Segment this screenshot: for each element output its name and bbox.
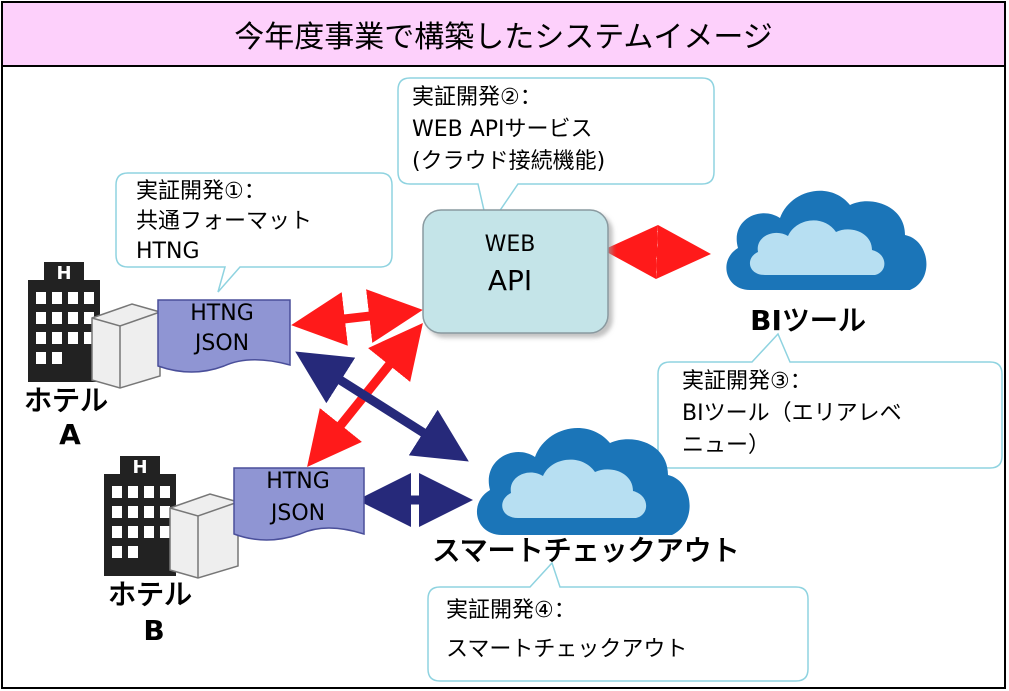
- hotel-a-label-2: A: [59, 418, 81, 451]
- cloud-icon: [726, 190, 927, 290]
- arrow-hotela-checkout: [295, 351, 469, 462]
- hotel-a-label-1: ホテル: [24, 384, 108, 417]
- svg-text:H: H: [56, 263, 71, 284]
- callout-dev2-line1: 実証開発②：: [412, 85, 542, 110]
- htng-json-doc-a: HTNG JSON: [157, 299, 291, 373]
- smart-checkout-label: スマートチェックアウト: [432, 534, 739, 567]
- cloud-icon: [476, 428, 690, 535]
- hotel-b-label-1: ホテル: [108, 578, 192, 611]
- callout-dev2: 実証開発②： WEB APIサービス (クラウド接続機能): [397, 77, 715, 230]
- doc-b-line1: HTNG: [266, 469, 330, 494]
- callout-dev3-line2: BIツール（エリアレベ: [682, 401, 902, 426]
- arrow-api-bi: [603, 225, 711, 279]
- bi-tool-label: BIツール: [750, 304, 866, 337]
- web-api-box: WEB API: [422, 209, 609, 334]
- page-title: 今年度事業で構築したシステムイメージ: [3, 3, 1004, 67]
- web-api-label-1: WEB: [485, 232, 536, 257]
- doc-a-line1: HTNG: [190, 301, 254, 326]
- callout-dev3-line1: 実証開発③：: [682, 369, 812, 394]
- callout-dev4-line1: 実証開発④：: [446, 598, 576, 623]
- server-icon: [91, 303, 161, 389]
- callout-dev3: 実証開発③： BIツール（エリアレベ ニュー）: [657, 332, 1003, 469]
- server-icon: [169, 493, 239, 579]
- callout-dev2-line2: WEB APIサービス: [412, 117, 593, 142]
- callout-dev3-line3: ニュー）: [682, 433, 770, 458]
- svg-text:H: H: [132, 457, 147, 478]
- callout-dev2-line3: (クラウド接続機能): [412, 149, 605, 174]
- hotel-building-icon: H: [28, 262, 100, 382]
- callout-dev1: 実証開発①： 共通フォーマット HTNG: [115, 172, 393, 293]
- arrows: [291, 225, 711, 527]
- doc-b-line2: JSON: [269, 501, 325, 526]
- callout-dev1-line2: 共通フォーマット: [136, 209, 312, 234]
- hotel-b-label-2: B: [143, 614, 164, 647]
- callout-dev4: 実証開発④： スマートチェックアウト: [427, 561, 809, 682]
- doc-a-line2: JSON: [193, 331, 249, 356]
- arrow-hotela-api: [291, 289, 423, 346]
- hotel-building-icon: H: [104, 456, 176, 576]
- web-api-label-2: API: [488, 264, 532, 297]
- htng-json-doc-b: HTNG JSON: [233, 467, 365, 541]
- callout-dev4-line2: スマートチェックアウト: [446, 637, 687, 662]
- callout-dev1-line1: 実証開発①：: [136, 179, 266, 204]
- callout-dev1-line3: HTNG: [136, 239, 200, 264]
